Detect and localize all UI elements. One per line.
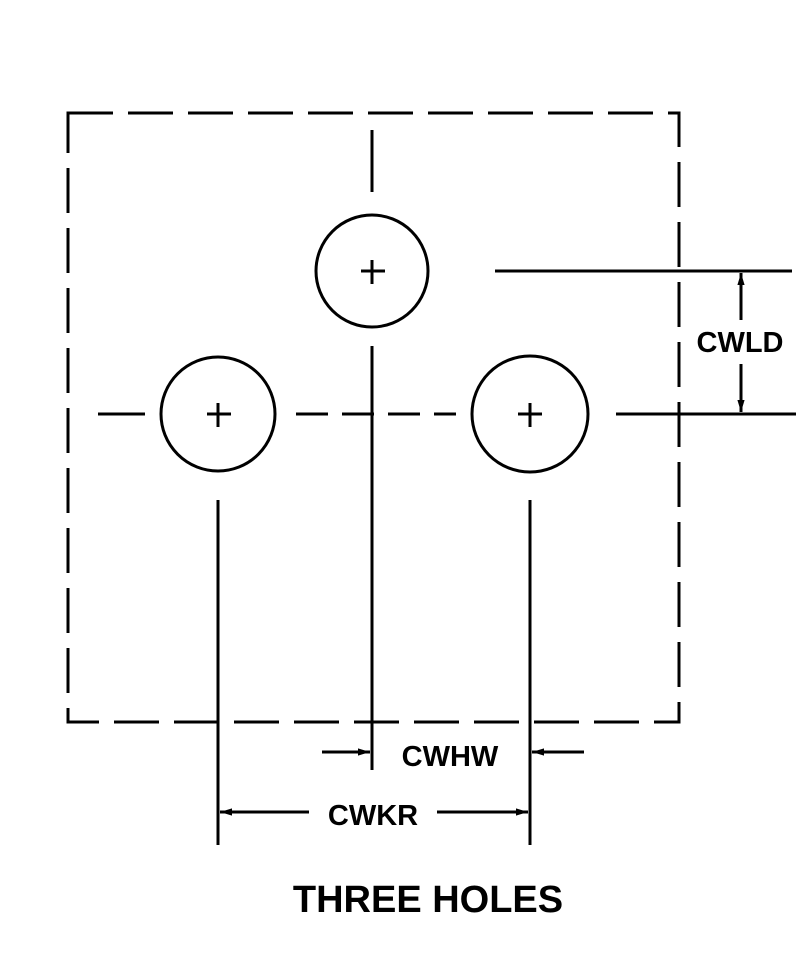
cwhw-label: CWHW <box>402 741 499 773</box>
holes <box>159 213 590 474</box>
center-marks <box>207 260 542 427</box>
drawing-title: THREE HOLES <box>293 879 563 921</box>
bottom-left-hole <box>159 355 277 473</box>
cwld-label: CWLD <box>697 327 784 359</box>
centerlines <box>98 130 796 845</box>
top-center-hole <box>314 213 430 329</box>
cwkr-label: CWKR <box>328 800 418 832</box>
bottom-right-hole <box>470 354 590 474</box>
